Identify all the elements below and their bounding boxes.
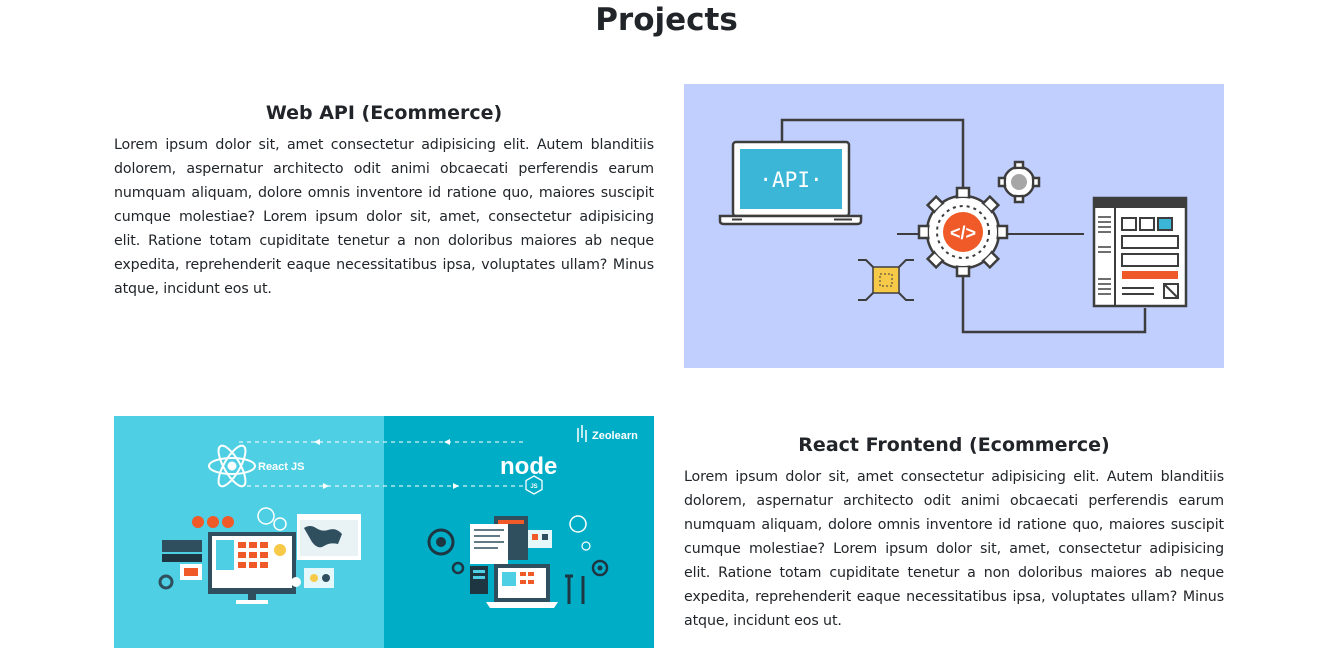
- project-description-web-api: Lorem ipsum dolor sit, amet consectetur …: [114, 137, 654, 297]
- zeolearn-brand-label: Zeolearn: [592, 430, 638, 442]
- gear-icon: </>: [917, 186, 1009, 278]
- project-description-react-frontend: Lorem ipsum dolor sit, amet consectetur …: [684, 469, 1224, 629]
- project-image-web-api: ·API· </>: [684, 84, 1224, 368]
- chip-icon: [858, 259, 914, 301]
- project-title-react-frontend: React Frontend (Ecommerce): [798, 434, 1110, 456]
- api-screen-label: ·API·: [759, 168, 822, 192]
- page-title: Projects: [595, 2, 738, 38]
- api-illustration: ·API· </>: [718, 118, 1188, 334]
- small-gear-icon: [997, 160, 1041, 204]
- browser-window-icon: [1092, 196, 1188, 308]
- node-logo-label: node: [500, 453, 557, 480]
- node-js-badge: JS: [530, 484, 537, 490]
- laptop-icon: ·API·: [718, 140, 863, 226]
- react-node-illustration: React JS node JS Zeolearn: [114, 416, 654, 648]
- zeolearn-logo-icon: Zeolearn: [577, 425, 638, 442]
- project-title-web-api: Web API (Ecommerce): [265, 102, 503, 124]
- project-image-react-frontend: React JS node JS Zeolearn: [114, 416, 654, 648]
- backend-laptop-icon: [427, 515, 609, 608]
- dashboard-monitor-icon: [158, 507, 361, 604]
- svg-text:</>: </>: [950, 223, 976, 243]
- react-logo-icon: [208, 444, 256, 488]
- react-js-label: React JS: [258, 461, 304, 473]
